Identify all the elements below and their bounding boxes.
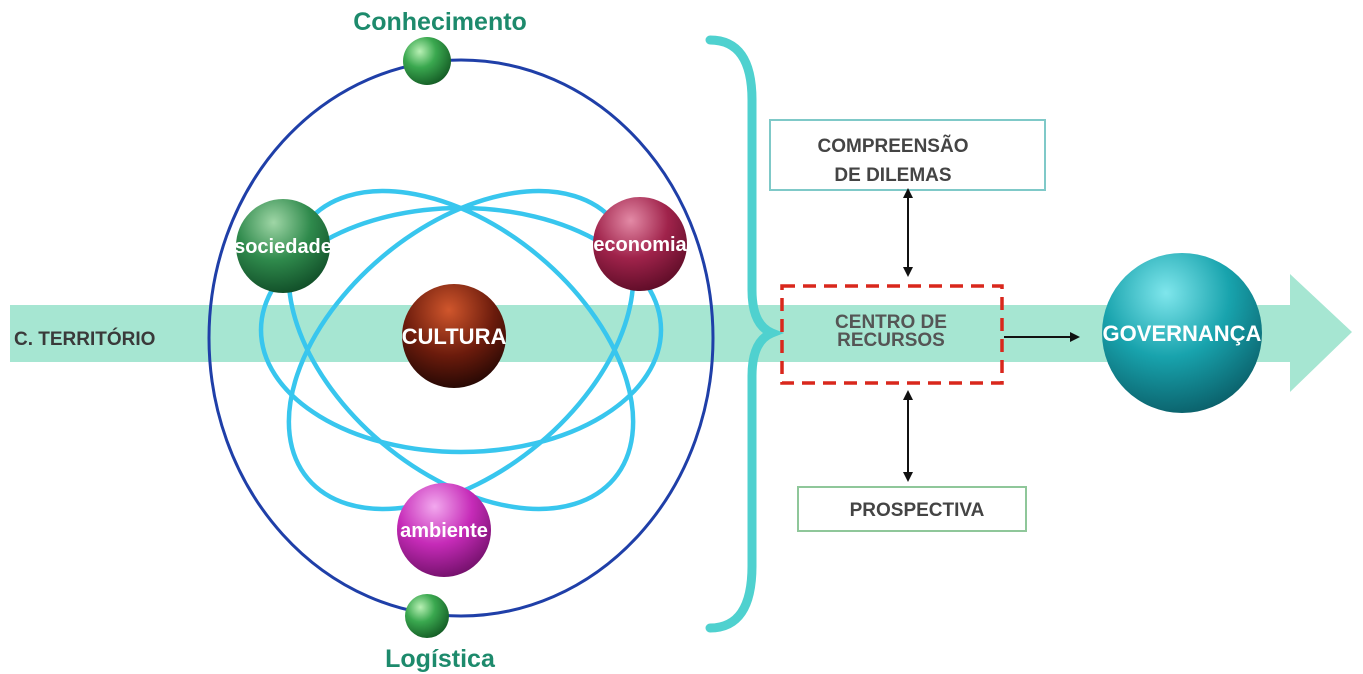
economia-node <box>593 197 687 291</box>
centro-recursos-box <box>780 284 1004 385</box>
ambiente-node <box>397 483 491 577</box>
logistica-label: Logística <box>385 645 496 673</box>
curly-brace <box>705 35 785 633</box>
cultura-label: CULTURA <box>402 324 507 349</box>
cultura-node <box>402 284 506 388</box>
economia-label: economia <box>593 234 687 256</box>
sociedade-node <box>236 199 330 293</box>
sociedade-label: sociedade <box>234 236 332 258</box>
conhecimento-node <box>403 37 451 85</box>
governanca-label: GOVERNANÇA <box>1103 321 1262 346</box>
governanca-node <box>1102 253 1262 413</box>
prospectiva-label: PROSPECTIVA <box>850 500 985 521</box>
prospectiva-box <box>797 486 1027 532</box>
outer-orbit <box>207 58 715 618</box>
logistica-node <box>405 594 449 638</box>
centro-line1: CENTRO DE <box>835 312 947 333</box>
compreensao-line1: COMPREENSÃO <box>818 135 969 157</box>
centro-line2: RECURSOS <box>837 330 945 351</box>
ambiente-label: ambiente <box>400 520 488 542</box>
compreensao-line2: DE DILEMAS <box>834 165 951 186</box>
conhecimento-label: Conhecimento <box>353 8 527 36</box>
territory-band-arrow <box>10 274 1352 392</box>
territory-label: C. TERRITÓRIO <box>14 328 155 350</box>
